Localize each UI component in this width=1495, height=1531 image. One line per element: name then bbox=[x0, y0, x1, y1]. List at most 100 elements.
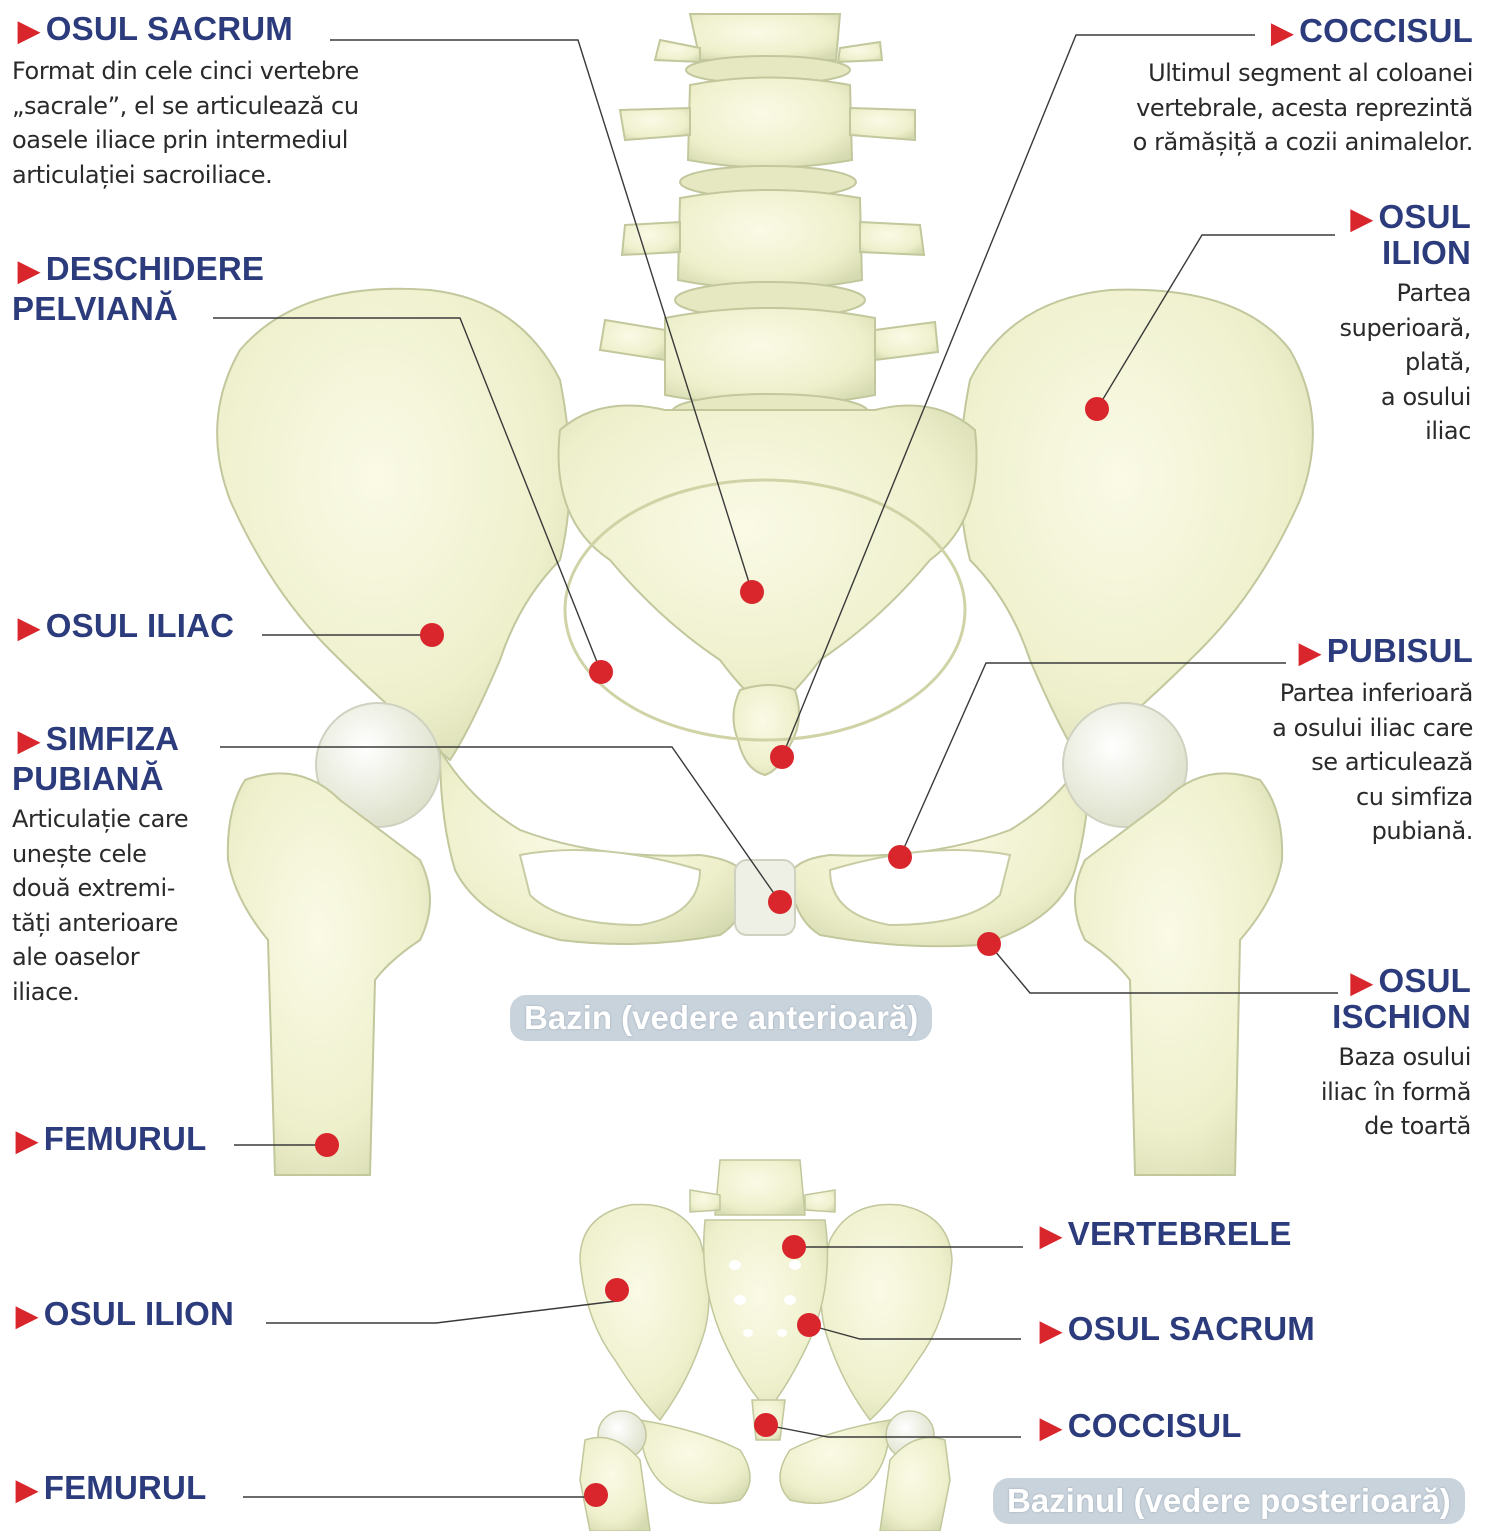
arrow-icon: ▶ bbox=[1040, 1315, 1062, 1346]
label-femurul-bottom: ▶FEMURUL bbox=[16, 1469, 206, 1509]
dot-vertebrele bbox=[782, 1235, 806, 1259]
right-ilium-shape bbox=[959, 288, 1314, 762]
desc-line: de toartă bbox=[1364, 1112, 1471, 1140]
desc-line: ale oaselor bbox=[12, 943, 140, 971]
title-osul-ischion-1: OSUL bbox=[1378, 962, 1471, 999]
leader-simfiza-pubiana bbox=[220, 746, 781, 903]
label-osul-ilion-top: ▶OSUL ILION Partea superioară, plată, a … bbox=[1340, 198, 1472, 449]
leader-coccisul-bottom bbox=[765, 1424, 1021, 1438]
desc-line: plată, bbox=[1405, 348, 1471, 376]
desc-line: iliace. bbox=[12, 977, 80, 1006]
title-femurul-bottom: FEMURUL bbox=[43, 1469, 207, 1506]
desc-line: a osului iliac care bbox=[1272, 713, 1473, 742]
leader-osul-sacrum-bottom bbox=[808, 1324, 1021, 1340]
title-osul-sacrum: OSUL SACRUM bbox=[45, 10, 294, 47]
leader-osul-ilion-top bbox=[1096, 234, 1335, 410]
arrow-icon: ▶ bbox=[18, 15, 40, 46]
label-vertebrele: ▶VERTEBRELE bbox=[1040, 1215, 1292, 1255]
desc-line: pubiană. bbox=[1371, 817, 1474, 845]
desc-line: Partea bbox=[1396, 279, 1472, 307]
desc-line: se articulează bbox=[1311, 748, 1473, 776]
leader-lines bbox=[213, 34, 1338, 1498]
label-deschidere-pelviana: ▶DESCHIDERE PELVIANĂ bbox=[12, 250, 265, 328]
dot-simfiza-pubiana bbox=[768, 890, 792, 914]
label-osul-iliac: ▶OSUL ILIAC bbox=[18, 607, 234, 647]
pubic-symphysis-shape bbox=[734, 859, 796, 936]
dot-osul-sacrum bbox=[740, 580, 764, 604]
label-osul-sacrum-bottom: ▶OSUL SACRUM bbox=[1040, 1310, 1315, 1350]
arrow-icon: ▶ bbox=[1040, 1220, 1062, 1251]
title-pubisul: PUBISUL bbox=[1326, 632, 1473, 669]
title-coccisul-top: COCCISUL bbox=[1299, 12, 1473, 49]
arrow-icon: ▶ bbox=[1350, 967, 1373, 998]
title-osul-sacrum-bottom: OSUL SACRUM bbox=[1067, 1310, 1316, 1347]
arrow-icon: ▶ bbox=[16, 1474, 38, 1505]
leader-osul-ischion bbox=[988, 943, 1338, 994]
dot-osul-sacrum-bottom bbox=[797, 1313, 821, 1337]
posterior-pelvis bbox=[579, 1159, 953, 1531]
left-ilium-shape bbox=[216, 287, 571, 762]
title-deschidere-pelviana-2: PELVIANĂ bbox=[12, 290, 179, 327]
title-deschidere-pelviana-1: DESCHIDERE bbox=[45, 250, 265, 287]
desc-line: două extremi- bbox=[12, 874, 176, 902]
desc-line: a osului bbox=[1380, 382, 1471, 411]
title-osul-ilion-top-1: OSUL bbox=[1378, 198, 1471, 235]
title-simfiza-pubiana-1: SIMFIZA bbox=[45, 720, 180, 757]
lumbar-vertebrae bbox=[598, 13, 940, 431]
arrow-icon: ▶ bbox=[1350, 203, 1373, 234]
dot-femurul-bottom bbox=[584, 1483, 608, 1507]
title-osul-ilion-top-2: ILION bbox=[1382, 234, 1471, 271]
desc-line: oasele iliace prin intermediul bbox=[12, 126, 349, 154]
desc-line: iliac bbox=[1425, 417, 1471, 445]
marker-dots bbox=[315, 397, 1109, 1507]
label-coccisul-top: ▶COCCISUL Ultimul segment al coloanei ve… bbox=[1132, 12, 1474, 160]
arrow-icon: ▶ bbox=[18, 255, 40, 286]
desc-line: Format din cele cinci vertebre bbox=[12, 57, 359, 85]
right-femur-shape bbox=[1074, 772, 1284, 1176]
arrow-icon: ▶ bbox=[1271, 17, 1294, 48]
desc-line: „sacrale”, el se articulează cu bbox=[12, 91, 359, 120]
label-osul-ischion: ▶OSUL ISCHION Baza osului iliac în formă… bbox=[1320, 962, 1472, 1144]
label-pubisul: ▶PUBISUL Partea inferioară a osului ilia… bbox=[1272, 632, 1473, 849]
title-osul-ilion-bottom: OSUL ILION bbox=[43, 1295, 234, 1332]
left-femur-shape bbox=[226, 772, 431, 1176]
desc-line: Baza osului bbox=[1338, 1043, 1471, 1071]
desc-line: cu simfiza bbox=[1355, 782, 1473, 811]
arrow-icon: ▶ bbox=[16, 1125, 38, 1156]
dot-osul-ilion-bottom bbox=[605, 1278, 629, 1302]
dot-coccisul-bottom bbox=[754, 1413, 778, 1437]
desc-line: Articulație care bbox=[12, 805, 189, 833]
caption-posterior-view: Bazinul (vedere posterioară) bbox=[993, 1478, 1465, 1524]
desc-line: unește cele bbox=[12, 839, 147, 868]
title-coccisul-bottom: COCCISUL bbox=[1067, 1407, 1242, 1444]
dot-femurul-top bbox=[315, 1133, 339, 1157]
dot-pubisul bbox=[888, 845, 912, 869]
label-femurul-top: ▶FEMURUL bbox=[16, 1120, 206, 1160]
dot-osul-ischion bbox=[977, 932, 1001, 956]
label-simfiza-pubiana: ▶SIMFIZA PUBIANĂ Articulație care unește… bbox=[12, 720, 189, 1009]
title-simfiza-pubiana-2: PUBIANĂ bbox=[12, 760, 164, 797]
posterior-left-ilium-shape bbox=[579, 1203, 710, 1422]
dot-osul-ilion-top bbox=[1085, 397, 1109, 421]
desc-line: Ultimul segment al coloanei bbox=[1148, 59, 1473, 87]
sacrum-shape bbox=[557, 404, 978, 712]
title-osul-iliac: OSUL ILIAC bbox=[45, 607, 235, 644]
arrow-icon: ▶ bbox=[18, 612, 40, 643]
arrow-icon: ▶ bbox=[1040, 1412, 1062, 1443]
arrow-icon: ▶ bbox=[16, 1300, 38, 1331]
desc-line: iliac în formă bbox=[1320, 1077, 1472, 1106]
title-femurul-top: FEMURUL bbox=[43, 1120, 207, 1157]
posterior-right-ilium-shape bbox=[820, 1203, 953, 1422]
caption-anterior-view: Bazin (vedere anterioară) bbox=[510, 995, 933, 1041]
leader-deschidere-pelviana bbox=[213, 317, 602, 673]
leader-osul-sacrum bbox=[330, 39, 753, 593]
dot-deschidere-pelviana bbox=[589, 660, 613, 684]
label-coccisul-bottom: ▶COCCISUL bbox=[1040, 1407, 1242, 1447]
label-osul-sacrum: ▶OSUL SACRUM Format din cele cinci verte… bbox=[12, 10, 359, 192]
anterior-pelvis bbox=[216, 13, 1314, 1176]
leader-osul-ilion-bottom bbox=[266, 1300, 618, 1324]
title-osul-ischion-2: ISCHION bbox=[1332, 998, 1471, 1035]
desc-line: o rămășiță a cozii animalelor. bbox=[1132, 128, 1474, 156]
desc-line: articulației sacroiliace. bbox=[12, 160, 273, 189]
